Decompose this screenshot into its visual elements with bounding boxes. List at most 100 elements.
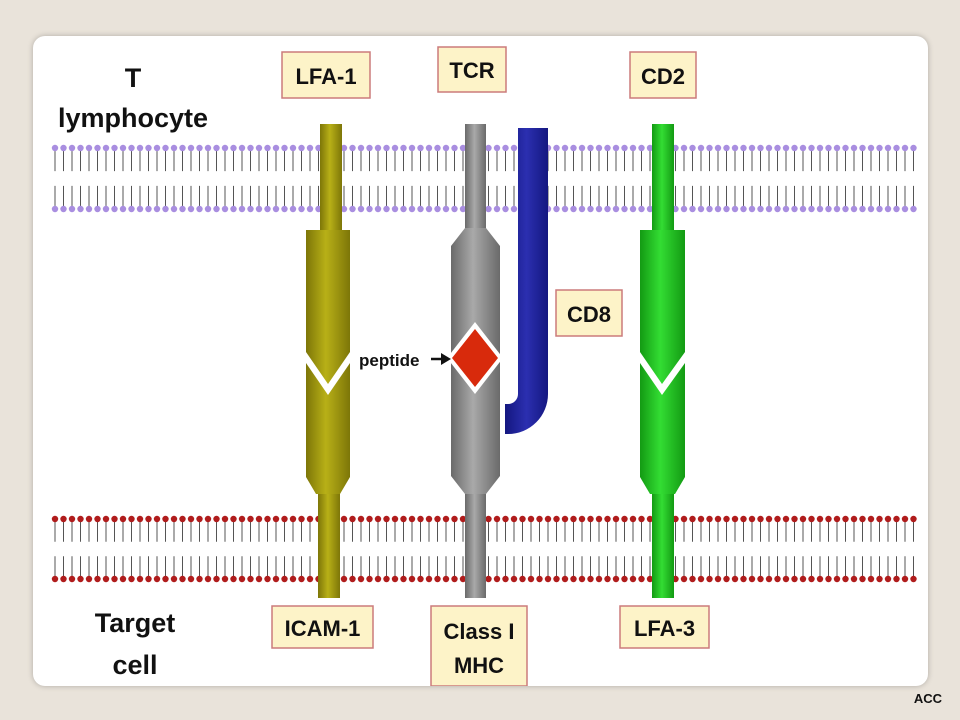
label-cd8: CD8	[555, 289, 623, 337]
lfa3-stalk	[652, 494, 674, 598]
target-cell-membrane-lipid-head	[213, 575, 220, 583]
target-cell-membrane-lipid-head	[136, 575, 144, 583]
t-cell-membrane-lipid-head	[714, 144, 722, 152]
t-cell-membrane-lipid-head	[485, 205, 492, 213]
target-cell-membrane-lipid-head	[740, 575, 747, 583]
target-cell-membrane-lipid-head	[383, 515, 390, 523]
target-cell-membrane-lipid-head	[731, 515, 739, 523]
t-cell-membrane-lipid-head	[136, 144, 144, 152]
t-cell-membrane-lipid-head	[425, 144, 433, 152]
target-cell-membrane-lipid-head	[646, 515, 654, 523]
target-cell-membrane-lipid-head	[60, 515, 67, 523]
target-cell-membrane-lipid-head	[357, 515, 365, 523]
target-cell-membrane-lipid-head	[68, 575, 76, 583]
target-cell-membrane-lipid-head	[179, 515, 186, 523]
label-tcr-box	[437, 46, 507, 93]
t-cell-membrane-lipid-head	[204, 144, 212, 152]
target-cell-membrane-lipid-head	[527, 515, 535, 523]
t-cell-membrane-lipid-head	[799, 144, 807, 152]
target-cell-membrane-lipid-head	[587, 515, 594, 523]
target-cell-membrane-lipid-head	[102, 575, 110, 583]
icam1-stalk	[318, 494, 340, 598]
target-cell-membrane-lipid-head	[782, 515, 790, 523]
target-cell-membrane-lipid-head	[765, 515, 773, 523]
t-cell-membrane-lipid-head	[391, 205, 399, 213]
target-cell-membrane-lipid-head	[213, 515, 220, 523]
label-cd8-box	[555, 289, 623, 337]
target-cell-membrane-lipid-head	[646, 575, 654, 583]
t-cell-membrane-lipid-head	[340, 144, 348, 152]
footer-credit: ACC	[913, 691, 942, 706]
target-cell-membrane-lipid-head	[298, 575, 305, 583]
target-cell-membrane-lipid-head	[94, 575, 101, 583]
t-cell-membrane-lipid-head	[187, 144, 195, 152]
target-cell-membrane-lipid-head	[876, 575, 883, 583]
t-cell-membrane-lipid-head	[179, 144, 186, 152]
t-cell-membrane-lipid-head	[298, 144, 305, 152]
target-cell-membrane-lipid-head	[859, 575, 866, 583]
t-cell-membrane-lipid-head	[833, 144, 841, 152]
target-cell-membrane-lipid-head	[816, 515, 824, 523]
target-cell-membrane-lipid-head	[842, 575, 849, 583]
label-lfa1-box	[281, 51, 371, 99]
target-cell-label-line2: cell	[112, 650, 157, 680]
t-cell-membrane-lipid-head	[272, 144, 280, 152]
t-cell-membrane-lipid-head	[876, 144, 883, 152]
target-cell-membrane-lipid-head	[238, 575, 246, 583]
peptide-arrow-head	[441, 353, 451, 365]
t-cell-membrane-lipid-head	[731, 144, 739, 152]
target-cell-membrane-lipid-head	[493, 575, 501, 583]
target-cell-membrane-lipid-head	[264, 515, 271, 523]
label-lfa1: LFA-1	[281, 51, 371, 99]
target-cell-membrane-lipid-head	[629, 575, 637, 583]
target-cell-membrane-lipid-head	[850, 575, 858, 583]
target-cell-membrane-lipid-head	[374, 575, 382, 583]
target-cell-membrane-lipid-head	[629, 515, 637, 523]
target-cell-membrane-lipid-head	[111, 515, 118, 523]
target-cell-membrane-lipid-head	[400, 515, 407, 523]
target-cell-membrane-lipid-head	[595, 575, 603, 583]
t-cell-membrane-lipid-head	[68, 144, 76, 152]
target-cell-membrane-lipid-head	[187, 575, 195, 583]
target-cell-membrane-lipid-head	[272, 575, 280, 583]
target-cell-membrane-lipid-head	[510, 515, 518, 523]
target-cell-membrane-lipid-head	[289, 515, 297, 523]
target-cell-membrane-lipid-head	[791, 515, 798, 523]
target-cell-membrane-lipid-head	[400, 575, 407, 583]
target-cell-membrane-lipid-head	[570, 515, 577, 523]
t-cell-membrane-lipid-head	[196, 144, 203, 152]
target-cell-membrane-lipid-head	[638, 575, 645, 583]
target-cell-membrane-lipid-head	[272, 515, 280, 523]
t-cell-membrane-lipid-head	[77, 144, 84, 152]
target-cell-membrane-lipid-head	[757, 575, 764, 583]
target-cell-membrane-lipid-head	[366, 515, 373, 523]
t-cell-membrane-lipid-head	[901, 144, 909, 152]
target-cell-membrane-lipid-head	[901, 575, 909, 583]
t-cell-membrane-lipid-head	[264, 144, 271, 152]
t-cell-membrane-lipid-head	[340, 205, 348, 213]
target-cell-membrane-lipid-head	[502, 575, 509, 583]
t-cell-membrane-lipid-head	[859, 205, 866, 213]
label-icam1: ICAM-1	[271, 605, 374, 649]
lfa1-stalk	[320, 124, 342, 230]
target-cell-membrane-lipid-head	[689, 515, 696, 523]
t-cell-membrane-lipid-head	[740, 144, 747, 152]
t-cell-membrane-lipid-head	[162, 144, 169, 152]
target-cell-membrane-lipid-head	[697, 515, 705, 523]
target-cell-membrane-lipid-head	[68, 515, 76, 523]
t-cell-membrane-lipid-head	[740, 205, 747, 213]
t-cell-membrane-lipid-head	[119, 144, 127, 152]
target-cell-membrane-lipid-head	[247, 515, 254, 523]
mhc-stalk	[465, 494, 486, 598]
t-cell-membrane-lipid-head	[867, 205, 875, 213]
target-cell-membrane-lipid-head	[621, 515, 628, 523]
t-cell-membrane-lipid-head	[366, 205, 373, 213]
target-cell-membrane-lipid-head	[765, 575, 773, 583]
t-cell-membrane-lipid-head	[357, 144, 365, 152]
target-cell-membrane-lipid-head	[748, 575, 756, 583]
t-cell-membrane-lipid-head	[842, 205, 849, 213]
t-cell-membrane-lipid-head	[289, 205, 297, 213]
target-cell-membrane-lipid-head	[306, 575, 314, 583]
target-cell-membrane-lipid-head	[833, 515, 841, 523]
t-cell-membrane-lipid-head	[366, 144, 373, 152]
